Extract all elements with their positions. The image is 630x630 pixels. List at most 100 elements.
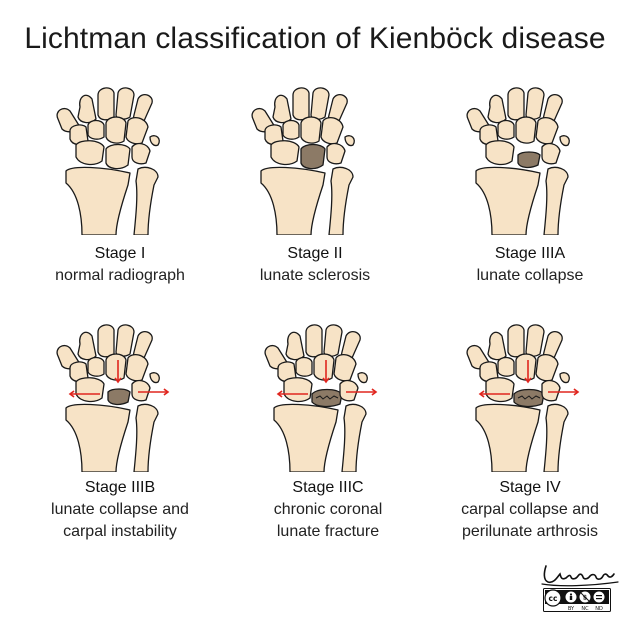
hamate-bone	[125, 353, 149, 382]
stage-caption: Stage I normal radiograph	[20, 243, 220, 287]
hamate-bone	[535, 353, 559, 382]
pisiform-bone	[559, 372, 570, 384]
capitate-bone	[105, 353, 127, 381]
stage-description-line-1: normal radiograph	[55, 267, 185, 284]
stage-description-line-1: carpal collapse and	[461, 501, 599, 518]
metacarpal-bone	[115, 324, 135, 357]
capitate-bone	[105, 116, 127, 144]
capitate-bone	[313, 353, 335, 381]
lunate-bone	[300, 143, 326, 170]
trapezoid-bone	[497, 356, 515, 377]
diagram-title: Lichtman classification of Kienböck dise…	[24, 22, 606, 55]
triquetrum-bone	[131, 379, 151, 402]
metacarpal-bone	[272, 94, 292, 124]
wrist-illustration	[466, 324, 580, 472]
triquetrum-bone	[326, 142, 346, 165]
lunate-bone	[517, 151, 541, 169]
instability-arrow-left	[276, 390, 308, 398]
wrist-illustration	[56, 324, 170, 472]
stage-caption: Stage II lunate sclerosis	[215, 243, 415, 287]
metacarpal-bone	[310, 87, 330, 120]
ulna-bone	[543, 403, 569, 472]
license-badge[interactable]: cc $ BY NC ND	[543, 588, 611, 612]
metacarpal-bone	[487, 331, 507, 361]
metacarpal-bone	[77, 331, 97, 361]
stage-label: Stage IIIB	[84, 479, 156, 496]
radius-bone	[475, 403, 541, 472]
stage-caption: Stage IV carpal collapse and perilunate …	[430, 477, 630, 543]
instability-arrow-right	[346, 388, 378, 396]
hamate-bone	[333, 353, 357, 382]
stage-caption: Stage IIIC chronic coronal lunate fractu…	[228, 477, 428, 543]
radius-bone	[273, 403, 339, 472]
instability-arrow-left	[478, 390, 510, 398]
metacarpal-bone	[115, 87, 135, 120]
scaphoid-bone	[485, 140, 515, 166]
metacarpal-bone	[525, 324, 545, 357]
stage-label: Stage II	[287, 245, 343, 262]
stage-label: Stage IIIA	[494, 245, 566, 262]
triquetrum-bone	[541, 379, 561, 402]
stage-description-line-2: perilunate arthrosis	[461, 523, 599, 540]
stage-description-line-2: lunate fracture	[276, 523, 380, 540]
wrist-illustration	[56, 87, 160, 235]
hamate-bone	[320, 116, 344, 145]
ulna-bone	[133, 166, 159, 235]
capitate-bone	[515, 116, 537, 144]
pisiform-bone	[357, 372, 368, 384]
artist-signature	[541, 565, 619, 587]
metacarpal-bone	[285, 331, 305, 361]
radius-bone	[260, 166, 326, 235]
collapse-arrow-down	[524, 360, 532, 384]
instability-arrow-left	[68, 390, 100, 398]
wrist-illustration	[466, 87, 570, 235]
stage-panel-4: Stage IIIB lunate collapse and carpal in…	[20, 322, 220, 562]
radius-bone	[475, 166, 541, 235]
stage-label: Stage IV	[499, 479, 561, 496]
hamate-bone	[125, 116, 149, 145]
trapezoid-bone	[87, 119, 105, 140]
metacarpal-bone	[305, 324, 323, 358]
capitate-bone	[300, 116, 322, 144]
lunate-bone	[105, 143, 131, 170]
stage-panel-5: Stage IIIC chronic coronal lunate fractu…	[228, 322, 428, 562]
instability-arrow-right	[138, 388, 170, 396]
wrist-illustration	[264, 324, 378, 472]
trapezoid-bone	[295, 356, 313, 377]
license-term: ND	[595, 606, 603, 612]
pisiform-bone	[559, 135, 570, 147]
stage-description-line-1: chronic coronal	[273, 501, 383, 518]
stage-panel-3: Stage IIIA lunate collapse	[430, 85, 630, 325]
instability-arrow-right	[548, 388, 580, 396]
radius-bone	[65, 403, 131, 472]
stage-description-line-1: lunate sclerosis	[259, 267, 371, 284]
pisiform-bone	[344, 135, 355, 147]
wrist-illustration	[251, 87, 355, 235]
metacarpal-bone	[97, 87, 115, 121]
fracture-line	[517, 395, 541, 400]
stage-panel-1: Stage I normal radiograph	[20, 85, 220, 325]
hamate-bone	[535, 116, 559, 145]
metacarpal-bone	[525, 87, 545, 120]
license-term: BY	[568, 606, 575, 612]
cc-mark: cc	[549, 594, 558, 603]
stage-panel-2: Stage II lunate sclerosis	[215, 85, 415, 325]
ulna-bone	[328, 166, 354, 235]
ulna-bone	[133, 403, 159, 472]
license-term: NC	[581, 606, 589, 612]
metacarpal-bone	[487, 94, 507, 124]
metacarpal-bone	[323, 324, 343, 357]
trapezoid-bone	[87, 356, 105, 377]
collapse-arrow-down	[322, 360, 330, 384]
ulna-bone	[341, 403, 367, 472]
metacarpal-bone	[292, 87, 310, 121]
trapezoid-bone	[497, 119, 515, 140]
triquetrum-bone	[339, 379, 359, 402]
scaphoid-bone	[75, 140, 105, 166]
trapezoid-bone	[282, 119, 300, 140]
lunate-bone	[513, 388, 545, 408]
metacarpal-bone	[507, 87, 525, 121]
stage-panel-6: Stage IV carpal collapse and perilunate …	[430, 322, 630, 562]
stage-description-line-1: lunate collapse and	[51, 501, 189, 518]
lunate-bone	[107, 388, 131, 406]
